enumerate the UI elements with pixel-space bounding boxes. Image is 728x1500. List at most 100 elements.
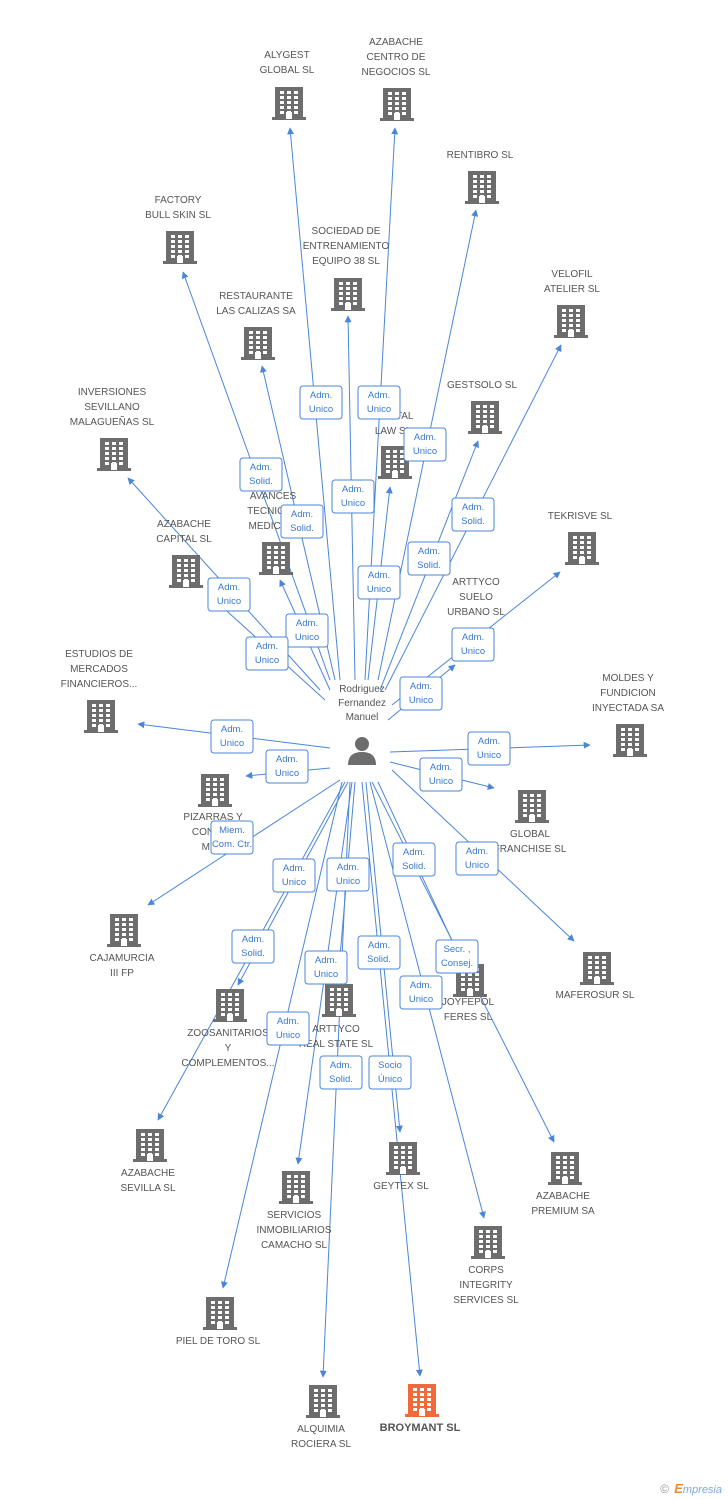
role-text: Adm.Unico xyxy=(255,641,279,666)
role-label-avances[interactable]: Adm.Unico xyxy=(285,613,329,648)
role-text-line: Consej. xyxy=(441,958,473,969)
role-label-cajamurcia[interactable]: Miem.Com. Ctr. xyxy=(210,820,254,855)
role-text: Adm.Solid. xyxy=(461,502,485,527)
role-text-line: Adm. xyxy=(291,509,313,520)
company-node-broymant[interactable]: BROYMANT SL xyxy=(380,1384,461,1434)
role-label-arttyco-real[interactable]: Adm.Unico xyxy=(326,857,370,892)
person-icon xyxy=(348,737,376,765)
role-label-moldes[interactable]: Adm.Unico xyxy=(467,731,511,766)
role-text: Adm.Solid. xyxy=(290,509,314,534)
company-label-line: AZABACHE xyxy=(121,1168,175,1179)
role-label-alquimia[interactable]: Adm.Solid. xyxy=(319,1055,363,1090)
company-label-line: FERES SL xyxy=(444,1012,493,1023)
company-label-line: MEDICINA xyxy=(249,521,298,532)
company-label-line: SOCIEDAD DE xyxy=(312,226,381,237)
role-label-maferosur[interactable]: Adm.Unico xyxy=(455,841,499,876)
role-label-rentibro[interactable]: Adm.Unico xyxy=(403,427,447,462)
role-text-line: Adm. xyxy=(256,641,278,652)
company-node-tekrisve[interactable]: TEKRISVE SL xyxy=(548,511,613,565)
role-label-azabache-premium[interactable]: Secr. , Consej. xyxy=(435,939,479,974)
center-name-line: Rodriguez xyxy=(339,684,385,695)
role-text-line: Secr. , xyxy=(444,944,471,955)
role-label-velofil[interactable]: Adm.Solid. xyxy=(451,497,495,532)
role-label-alygest[interactable]: Adm.Unico xyxy=(299,385,343,420)
company-node-gestsolo[interactable]: GESTSOLO SL xyxy=(447,380,517,434)
company-label-line: INYECTADA SA xyxy=(592,703,664,714)
role-label-estudios[interactable]: Adm.Unico xyxy=(210,719,254,754)
role-text-line: Adm. xyxy=(414,432,436,443)
role-text: Adm.Unico xyxy=(367,570,391,595)
building-icon xyxy=(471,1226,505,1259)
role-label-global-franchise[interactable]: Adm.Unico xyxy=(419,757,463,792)
role-label-corps[interactable]: Adm.Unico xyxy=(399,975,443,1010)
role-text: Secr. , Consej. xyxy=(441,944,473,969)
company-node-piel[interactable]: PIEL DE TORO SL xyxy=(176,1297,261,1347)
role-text-line: Unico xyxy=(295,632,319,643)
role-label-joyfepol[interactable]: Adm.Solid. xyxy=(392,842,436,877)
company-label-line: MOLDES Y xyxy=(602,673,654,684)
role-label-piel[interactable]: Adm.Unico xyxy=(266,1011,310,1046)
company-node-geytex[interactable]: GEYTEX SL xyxy=(373,1142,429,1192)
company-label-line: TEKRISVE SL xyxy=(548,511,613,522)
company-label-line: RESTAURANTE xyxy=(219,291,293,302)
company-label: PIEL DE TORO SL xyxy=(176,1336,261,1347)
role-text: Adm.Solid. xyxy=(241,934,265,959)
role-text: Adm.Unico xyxy=(275,754,299,779)
role-label-zoosanitarios[interactable]: Adm.Unico xyxy=(272,858,316,893)
company-label: RENTIBRO SL xyxy=(447,150,514,161)
role-label-pizarras[interactable]: Adm.Unico xyxy=(265,749,309,784)
role-label-inversiones[interactable]: Adm.Unico xyxy=(207,577,251,612)
company-node-maferosur[interactable]: MAFEROSUR SL xyxy=(556,952,635,1001)
role-label-capital-law[interactable]: Adm.Unico xyxy=(357,565,401,600)
role-text: Adm.Unico xyxy=(461,632,485,657)
building-icon xyxy=(97,438,131,471)
role-text-line: Unico xyxy=(461,646,485,657)
role-label-azabache-centro[interactable]: Adm.Unico xyxy=(357,385,401,420)
role-text-line: Adm. xyxy=(478,736,500,747)
role-label-arttyco-suelo[interactable]: Adm.Unico xyxy=(399,676,443,711)
role-label-geytex[interactable]: Adm.Solid. xyxy=(357,935,401,970)
role-label-factory[interactable]: Adm.Solid. xyxy=(239,457,283,492)
role-label-gestsolo[interactable]: Adm.Solid. xyxy=(407,541,451,576)
role-label-sociedad[interactable]: Adm.Unico xyxy=(331,479,375,514)
footer-brand[interactable]: © Empresia xyxy=(660,1481,722,1496)
role-label-servicios[interactable]: Adm.Unico xyxy=(304,950,348,985)
role-label-tekrisve[interactable]: Adm.Unico xyxy=(451,627,495,662)
role-label-azabache-sevilla[interactable]: Adm.Solid. xyxy=(231,929,275,964)
building-icon xyxy=(279,1171,313,1204)
building-icon xyxy=(259,542,293,575)
role-text-line: Adm. xyxy=(410,980,432,991)
role-text-line: Adm. xyxy=(330,1060,352,1071)
company-node-rentibro[interactable]: RENTIBRO SL xyxy=(447,150,514,204)
company-label-line: INMOBILIARIOS xyxy=(256,1225,331,1236)
building-icon xyxy=(613,724,647,757)
role-label-azabache-capital[interactable]: Adm.Unico xyxy=(245,636,289,671)
role-label-restaurante[interactable]: Adm.Solid. xyxy=(280,504,324,539)
